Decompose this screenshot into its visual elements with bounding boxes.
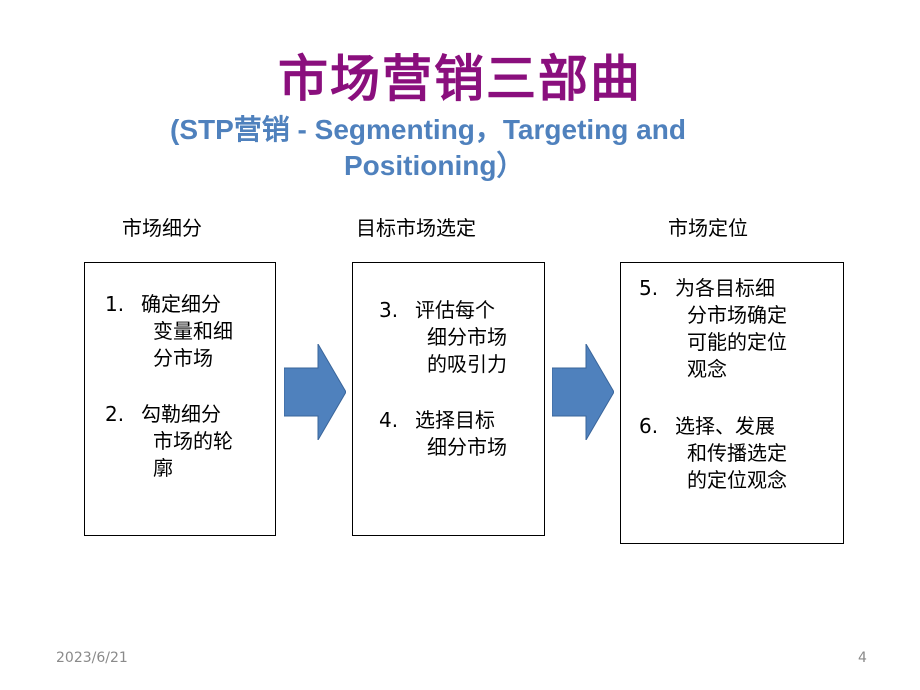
step-text-line: 市场的轮 xyxy=(153,429,233,453)
step-text-line: 勾勒细分 xyxy=(141,402,221,426)
step-text-line: 分市场确定 xyxy=(687,303,787,327)
step-text-line: 分市场 xyxy=(153,346,213,370)
step-text-line: 评估每个 xyxy=(415,298,495,322)
right-arrow-icon xyxy=(552,344,614,440)
step-text-line: 的定位观念 xyxy=(687,468,787,492)
step-text-line: 的吸引力 xyxy=(427,352,507,376)
step-text-line: 选择、发展 xyxy=(675,414,775,438)
step-number: 2. xyxy=(105,402,125,426)
step-text-line: 为各目标细 xyxy=(675,276,775,300)
step-text-line: 确定细分 xyxy=(141,292,221,316)
stage-box-segmenting: 1. 确定细分 变量和细 分市场 2. 勾勒细分 市场的轮 廓 xyxy=(84,262,276,536)
step-number: 6. xyxy=(639,414,659,438)
footer-date: 2023/6/21 xyxy=(56,650,128,666)
slide-title: 市场营销三部曲 xyxy=(278,50,642,108)
subtitle-line-1: (STP营销 - Segmenting，Targeting and xyxy=(170,114,686,145)
step-text-line: 细分市场 xyxy=(427,325,507,349)
step-text-line: 可能的定位 xyxy=(687,330,787,354)
right-arrow-icon xyxy=(284,344,346,440)
step-number: 3. xyxy=(379,298,399,322)
subtitle-line-2: Positioning） xyxy=(344,150,525,181)
step-number: 4. xyxy=(379,408,399,432)
step-text-line: 变量和细 xyxy=(153,319,233,343)
stage-box-targeting: 3. 评估每个 细分市场 的吸引力 4. 选择目标 细分市场 xyxy=(352,262,545,536)
step-text-line: 细分市场 xyxy=(427,435,507,459)
stage-box-positioning: 5. 为各目标细 分市场确定 可能的定位 观念 6. 选择、发展 和传播选定 的… xyxy=(620,262,844,544)
step-text-line: 选择目标 xyxy=(415,408,495,432)
step-text-line: 和传播选定 xyxy=(687,441,787,465)
step-text-line: 廓 xyxy=(153,456,173,480)
step-text-line: 观念 xyxy=(687,357,727,381)
stage-label-positioning: 市场定位 xyxy=(668,216,748,240)
stage-label-targeting: 目标市场选定 xyxy=(356,216,476,240)
step-number: 5. xyxy=(639,276,659,300)
step-number: 1. xyxy=(105,292,125,316)
stage-label-segmenting: 市场细分 xyxy=(122,216,202,240)
page-number: 4 xyxy=(858,650,867,666)
